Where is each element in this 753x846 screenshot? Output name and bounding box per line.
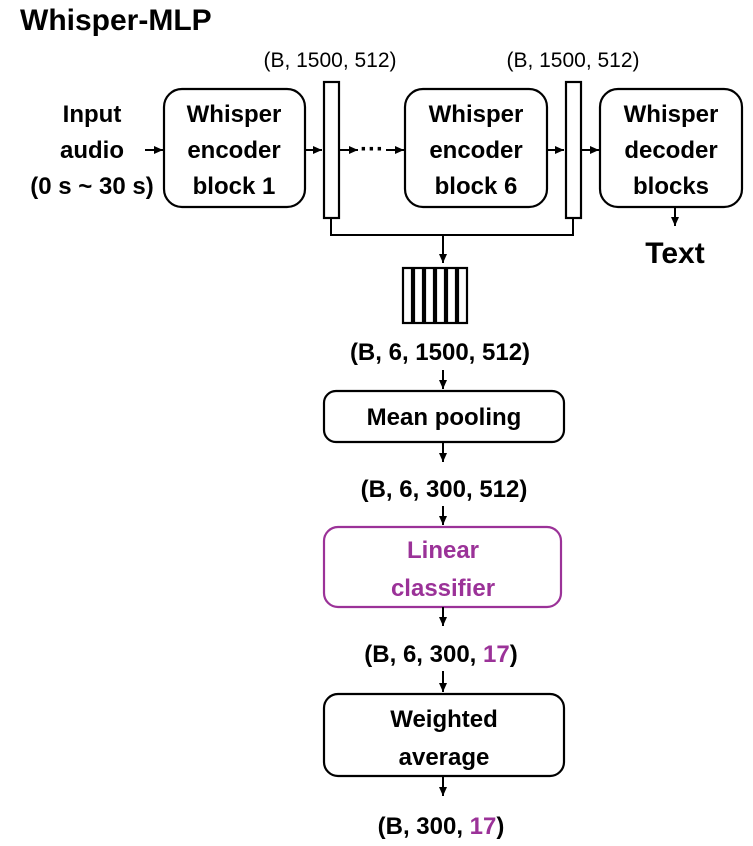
decoder-line-2: decoder bbox=[624, 137, 717, 164]
input-line-3: (0 s ~ 30 s) bbox=[30, 173, 153, 200]
output-shape-label: (B, 300, 17) bbox=[378, 813, 505, 840]
decoder-line-3: blocks bbox=[633, 173, 709, 200]
weighted-average-line-2: average bbox=[399, 744, 490, 771]
weighted-average-line-1: Weighted bbox=[390, 706, 498, 733]
diagram-title: Whisper-MLP bbox=[20, 4, 212, 37]
logits-shape-prefix: (B, 6, 300, bbox=[364, 641, 483, 668]
stack-bar-5 bbox=[445, 266, 458, 325]
stack-shape-label: (B, 6, 1500, 512) bbox=[350, 339, 530, 366]
decoder-blocks: Whisper decoder blocks bbox=[598, 87, 744, 209]
logits-shape-suffix: ) bbox=[510, 641, 518, 668]
logits-shape-classes: 17 bbox=[483, 641, 510, 668]
encoder-6-line-3: block 6 bbox=[435, 173, 518, 200]
mean-pooling-box: Mean pooling bbox=[322, 389, 566, 444]
hidden-shape-label-1: (B, 1500, 512) bbox=[263, 49, 396, 72]
stack-bar-2 bbox=[412, 266, 425, 325]
input-audio-label: Input audio (0 s ~ 30 s) bbox=[30, 101, 153, 200]
encoder-6-line-2: encoder bbox=[429, 137, 522, 164]
hidden-state-bar-2 bbox=[564, 80, 583, 220]
input-line-2: audio bbox=[60, 137, 124, 164]
encoder-block-1: Whisper encoder block 1 bbox=[162, 87, 307, 209]
output-shape-classes: 17 bbox=[470, 813, 497, 840]
output-shape-prefix: (B, 300, bbox=[378, 813, 470, 840]
stack-bar-6 bbox=[456, 266, 469, 325]
ellipsis-label: ··· bbox=[360, 136, 384, 163]
encoder-1-line-2: encoder bbox=[187, 137, 280, 164]
classifier-line-1: Linear bbox=[407, 537, 479, 564]
text-output-label: Text bbox=[645, 237, 704, 270]
decoder-line-1: Whisper bbox=[624, 101, 719, 128]
stack-bar-4 bbox=[434, 266, 447, 325]
linear-classifier-box: Linear classifier bbox=[322, 525, 563, 609]
classifier-line-2: classifier bbox=[391, 575, 495, 602]
weighted-average-box: Weighted average bbox=[322, 692, 566, 778]
encoder-1-line-1: Whisper bbox=[187, 101, 282, 128]
encoder-1-line-3: block 1 bbox=[193, 173, 276, 200]
stack-bar-3 bbox=[423, 266, 436, 325]
collector-line bbox=[330, 218, 574, 236]
hidden-shape-label-2: (B, 1500, 512) bbox=[506, 49, 639, 72]
encoder-block-6: Whisper encoder block 6 bbox=[403, 87, 549, 209]
hidden-state-bar-1 bbox=[322, 80, 341, 220]
mean-pooling-label: Mean pooling bbox=[367, 404, 522, 431]
logits-shape-label: (B, 6, 300, 17) bbox=[364, 641, 517, 668]
input-line-1: Input bbox=[63, 101, 122, 128]
encoder-6-line-1: Whisper bbox=[429, 101, 524, 128]
pooled-shape-label: (B, 6, 300, 512) bbox=[361, 476, 528, 503]
output-shape-suffix: ) bbox=[496, 813, 504, 840]
stack-bar-1 bbox=[401, 266, 414, 325]
hidden-state-stack bbox=[401, 266, 469, 325]
